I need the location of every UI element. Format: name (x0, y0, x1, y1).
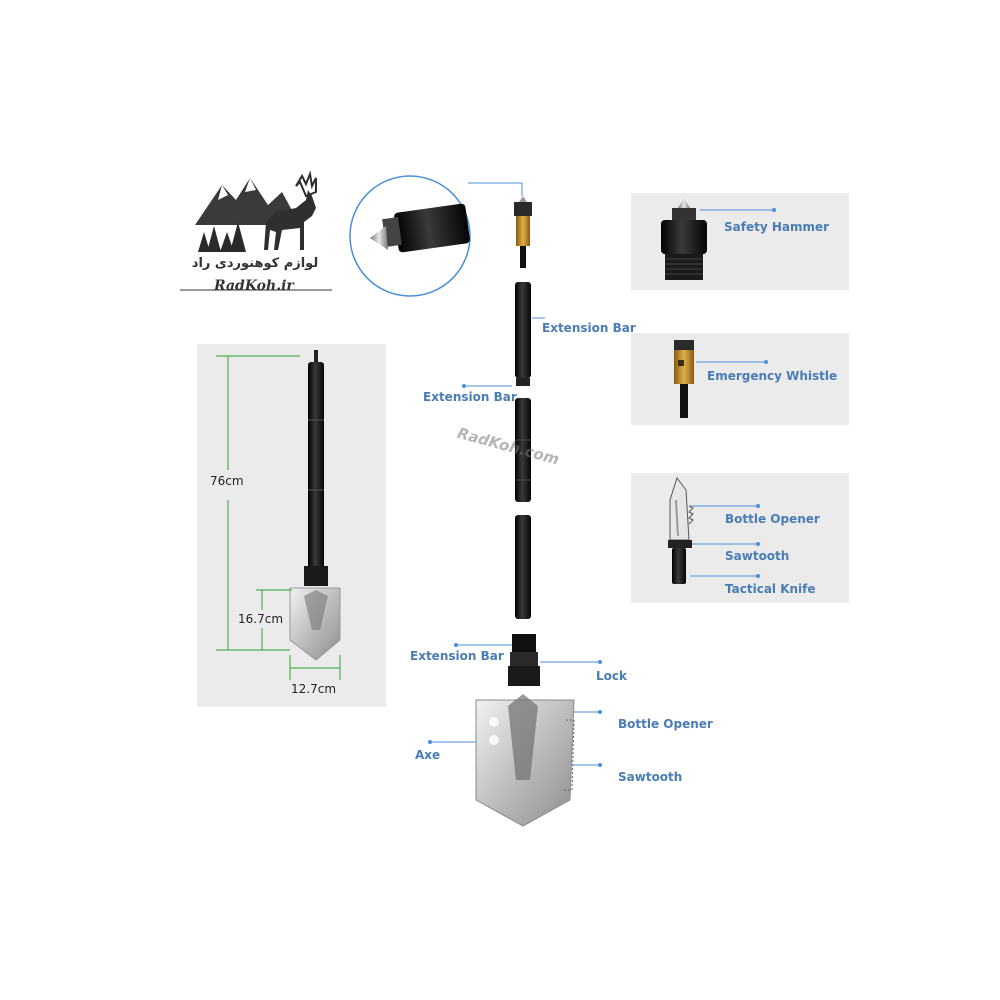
tactical-knife-leaders (690, 504, 760, 578)
mini-shovel (289, 350, 341, 661)
exploded-shovel (475, 196, 575, 827)
logo-site-name: RadKoh.ir (214, 278, 294, 294)
sawtooth-label: Sawtooth (618, 770, 683, 784)
safety-hammer-zoom (349, 175, 523, 297)
knife-bottle-opener-label: Bottle Opener (725, 512, 820, 526)
lock-label: Lock (596, 669, 627, 683)
axe-label: Axe (415, 748, 441, 762)
tactical-knife-panel (631, 473, 849, 603)
deer-icon (264, 170, 317, 250)
safety-hammer-label: Safety Hammer (724, 220, 830, 234)
dimension-lines (216, 355, 341, 680)
knife-sawtooth-label: Sawtooth (725, 549, 790, 563)
emergency-whistle-panel (631, 333, 849, 425)
safety-hammer-image (661, 198, 707, 280)
extension-bar-label-3: Extension Bar (410, 649, 504, 663)
blade-width-dimension: 12.7cm (291, 682, 337, 696)
blade-height-dimension: 16.7cm (238, 612, 284, 626)
safety-hammer-leader (700, 208, 776, 212)
extension-bar-label-2: Extension Bar (423, 390, 517, 404)
emergency-whistle-image (674, 340, 694, 418)
logo-persian-text: لوازم کوهنوردی راد (191, 256, 319, 271)
emergency-whistle-label: Emergency Whistle (707, 369, 838, 383)
tactical-knife-label: Tactical Knife (725, 582, 816, 596)
emergency-whistle-leader (696, 360, 768, 364)
bottle-opener-label: Bottle Opener (618, 717, 713, 731)
logo-mountains (195, 178, 300, 252)
length-dimension: 76cm (210, 474, 244, 488)
leader-lines (428, 317, 602, 767)
extension-bar-label-1: Extension Bar (542, 321, 636, 335)
tactical-knife-image (668, 476, 694, 584)
